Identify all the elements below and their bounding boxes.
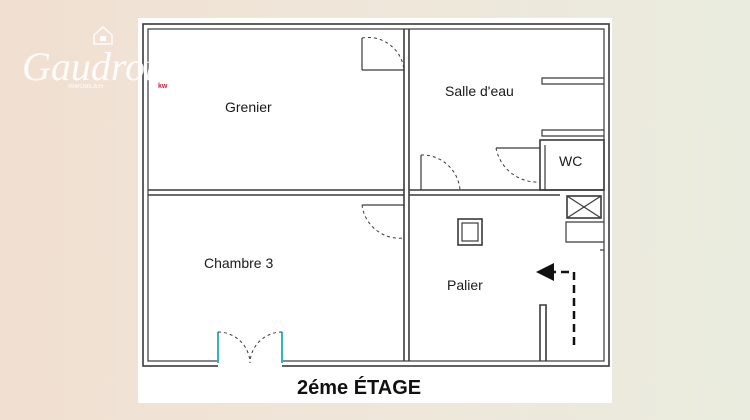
room-label-chambre3: Chambre 3 — [204, 255, 273, 271]
agency-logo: Gaudron IMMOBILIER kw — [22, 25, 168, 90]
bath-partition-2 — [541, 129, 604, 137]
logo-tagline: IMMOBILIER — [68, 84, 104, 90]
grenier-door-swing — [361, 36, 405, 71]
house-icon — [93, 25, 113, 45]
house-window-icon — [100, 36, 106, 41]
stair-wall — [539, 304, 547, 361]
stair-arrow-head — [536, 263, 554, 281]
logo-partner: kw — [158, 83, 168, 90]
wc-box — [539, 139, 605, 191]
room-label-salle-deau: Salle d'eau — [445, 83, 514, 99]
floor-title: 2éme ÉTAGE — [297, 376, 421, 399]
stair-arrow-path — [552, 270, 576, 345]
room-label-grenier: Grenier — [225, 99, 272, 115]
outer-wall — [142, 23, 610, 367]
french-door-gap — [218, 358, 282, 370]
vent-box — [566, 195, 602, 219]
french-door-swing-left — [217, 331, 251, 364]
french-door-swing-right — [249, 331, 283, 364]
bath-door-swing — [420, 154, 461, 191]
room-label-wc: WC — [559, 153, 582, 169]
logo-brand: Gaudron — [22, 44, 165, 89]
palier-partition — [565, 221, 604, 243]
plan-paper — [138, 18, 612, 403]
bath-partition — [541, 77, 604, 85]
vent-x2 — [566, 195, 602, 219]
attic-hatch-inner — [461, 222, 479, 242]
attic-hatch — [457, 218, 483, 246]
wc-door-swing — [495, 147, 541, 183]
chambre-door-swing — [361, 204, 405, 239]
room-label-palier: Palier — [447, 277, 483, 293]
